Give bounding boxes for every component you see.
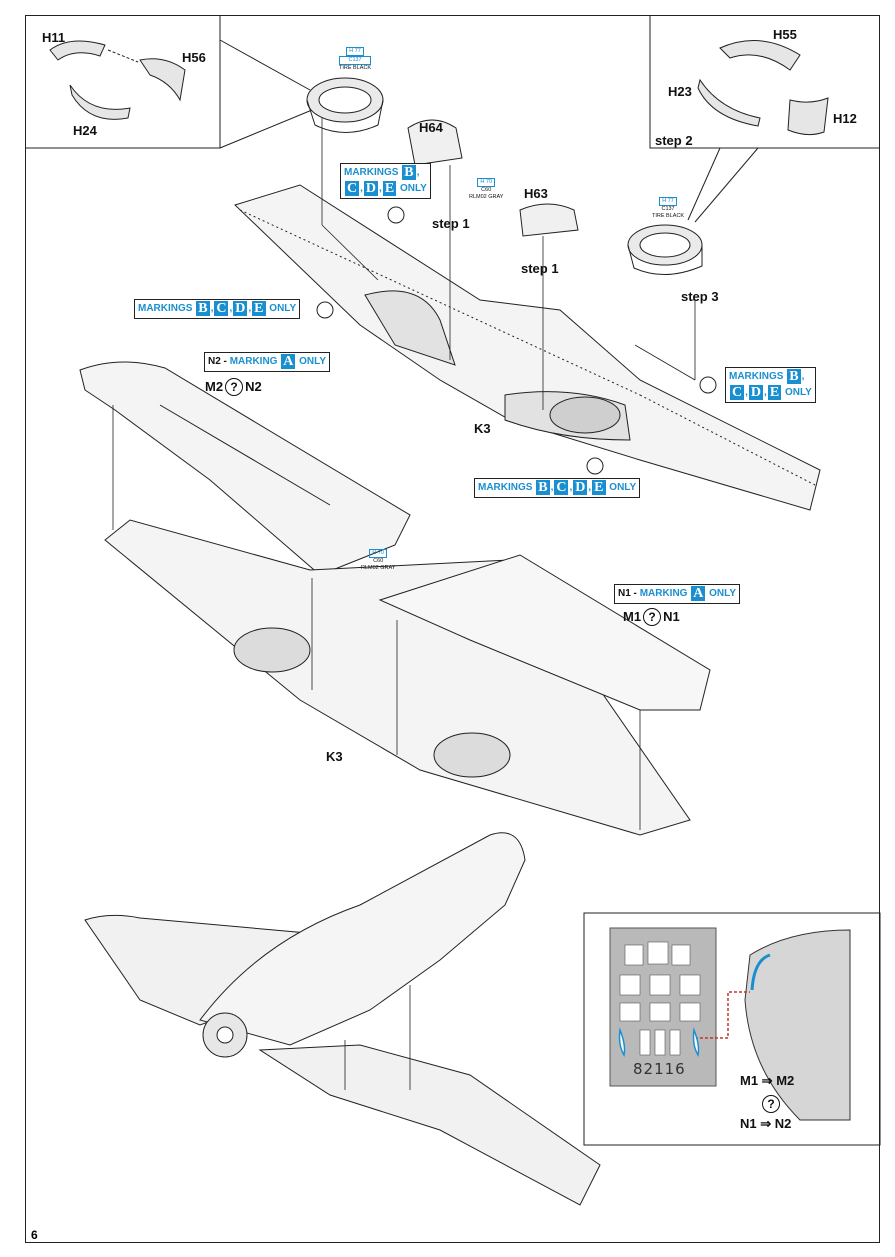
inset-top-left <box>25 15 313 149</box>
etch-sheet-number: 82116 <box>633 1060 686 1078</box>
page-number: 6 <box>31 1228 38 1242</box>
leader-lines-upper <box>321 118 696 410</box>
markings-box-3: MARKINGS B, C,D,E ONLY <box>725 367 816 404</box>
wheel-well-left <box>306 77 384 133</box>
part-label-k3-bottom: K3 <box>326 749 343 764</box>
part-label-h11: H11 <box>42 30 66 45</box>
step-3-label: step 3 <box>681 289 719 304</box>
marking-box-n2: N2 - MARKING A ONLY <box>204 352 331 373</box>
step-1-right: step 1 <box>521 261 559 276</box>
leader-lines-lower <box>112 405 641 830</box>
option-inset-m: M1 ⇒ M2 <box>740 1073 795 1088</box>
markings-box-4: MARKINGS B,C,D,E ONLY <box>474 478 641 499</box>
part-label-k3-top: K3 <box>474 421 491 436</box>
markings-box-1: MARKINGS B, C,D,E ONLY <box>340 163 431 200</box>
part-label-h56: H56 <box>182 50 206 65</box>
inset-bottom-right <box>583 912 881 1146</box>
part-label-h55: H55 <box>773 27 797 42</box>
part-label-h64: H64 <box>419 120 443 135</box>
part-label-h63: H63 <box>524 186 548 201</box>
masking-icons <box>316 206 717 475</box>
markings-box-2: MARKINGS B,C,D,E ONLY <box>134 299 301 320</box>
left-wing-half <box>79 361 411 576</box>
step-2-label: step 2 <box>655 133 693 148</box>
part-label-h23: H23 <box>668 84 692 99</box>
part-h64-h63 <box>407 119 579 237</box>
option-m2-n2: M2?N2 <box>205 378 262 396</box>
middle-wing <box>104 519 711 836</box>
upper-wing <box>234 184 821 511</box>
marking-box-n1: N1 - MARKING A ONLY <box>614 584 741 605</box>
option-m1-n1: M1?N1 <box>623 608 680 626</box>
option-inset-q: ? <box>760 1095 782 1113</box>
wheel-well-right <box>627 224 703 276</box>
page-frame <box>25 15 880 1243</box>
step-1-left: step 1 <box>432 216 470 231</box>
inset-top-right <box>649 15 880 223</box>
part-label-h12: H12 <box>833 111 857 126</box>
aircraft-model <box>84 832 601 1206</box>
part-label-h24: H24 <box>73 123 97 138</box>
option-inset-n: N1 ⇒ N2 <box>740 1116 792 1131</box>
